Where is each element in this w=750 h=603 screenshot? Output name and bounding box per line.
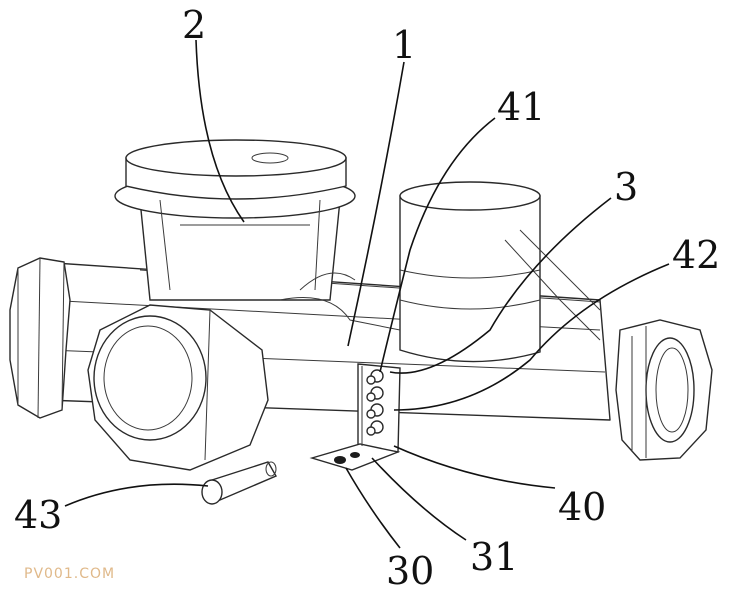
front-hex-socket [87, 304, 269, 471]
label-1: 1 [392, 23, 417, 67]
label-31: 31 [470, 535, 519, 579]
middle-web [279, 272, 401, 331]
label-42: 42 [672, 233, 721, 277]
leader-lines [64, 39, 670, 549]
watermark: PV001.COM [24, 566, 116, 582]
label-41: 41 [497, 85, 546, 129]
indicator-holes [366, 369, 384, 436]
left-hex-nut [9, 257, 71, 419]
label-43: 43 [14, 493, 63, 537]
label-30: 30 [386, 549, 435, 593]
label-3: 3 [614, 165, 639, 209]
pin [201, 461, 277, 505]
bracket-holes [334, 452, 360, 464]
right-hex-nut [615, 319, 713, 461]
top-valve-housing [114, 139, 356, 301]
right-vertical-port [399, 181, 601, 363]
label-40: 40 [558, 485, 607, 529]
label-2: 2 [182, 3, 207, 47]
